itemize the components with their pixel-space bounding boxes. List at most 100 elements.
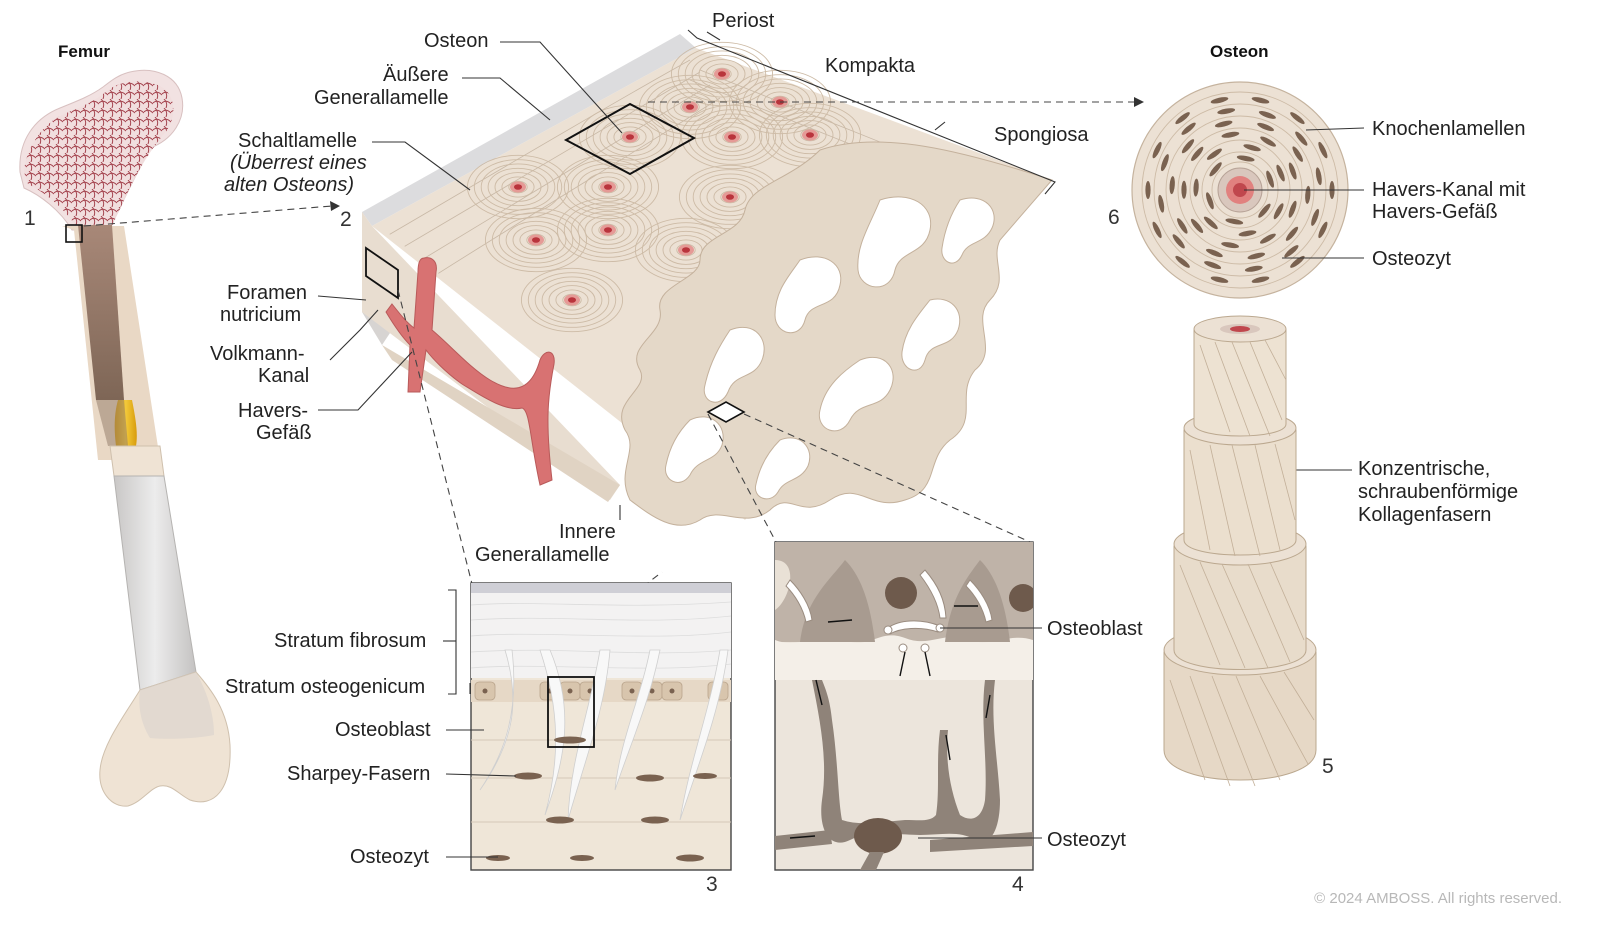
osteon-cross-section: Osteon 6 <box>1108 42 1349 299</box>
arrowhead-icon <box>1134 97 1144 107</box>
osteocyte-lacuna <box>1318 221 1328 239</box>
osteocyte-lacuna <box>1203 216 1218 230</box>
osteocyte-lacuna <box>1152 221 1162 239</box>
osteocyte-lacuna <box>1257 122 1274 132</box>
osteocyte-lacuna <box>1209 162 1222 177</box>
label-volkmann-2: Kanal <box>258 365 309 387</box>
osteocyte-lacuna <box>1258 203 1271 218</box>
osteocyte-lacuna <box>1251 97 1270 104</box>
osteocyte-lacuna <box>1214 120 1233 128</box>
label-havers-2: Gefäß <box>256 422 312 444</box>
femur-title: Femur <box>58 42 110 61</box>
sharpey-fibers <box>479 649 729 821</box>
osteon-detail-box <box>563 102 697 176</box>
label-kollagenfasern-2: schraubenförmige <box>1358 481 1518 503</box>
label-schaltlamelle-note-1: (Überrest eines <box>230 152 367 174</box>
label-stratum-fibrosum: Stratum fibrosum <box>274 630 426 652</box>
label-osteoblast-3: Osteoblast <box>335 719 431 741</box>
osteocyte-lacuna <box>1273 203 1284 220</box>
osteocyte-lacuna <box>1288 162 1297 180</box>
label-kollagenfasern-3: Kollagenfasern <box>1358 504 1491 526</box>
block-detail-box-left <box>365 246 399 300</box>
number-3: 3 <box>706 873 718 896</box>
label-periost: Periost <box>712 10 775 32</box>
label-foramen-2: nutricium <box>220 304 301 326</box>
osteocyte-lacuna <box>1217 108 1236 115</box>
osteocyte-network <box>775 680 1033 870</box>
osteocyte-lacuna <box>1158 194 1165 213</box>
label-osteoblast-4: Osteoblast <box>1047 618 1143 640</box>
osteocyte-lacuna <box>1295 131 1308 146</box>
label-osteozyt-6: Osteozyt <box>1372 248 1451 270</box>
osteocyte-lacuna <box>1181 122 1196 135</box>
osteocyte-lacuna <box>1238 230 1257 237</box>
osteocyte-lacuna <box>1247 252 1266 260</box>
osteocyte-lacuna <box>1266 170 1274 188</box>
osteocyte-lacuna <box>1318 141 1328 159</box>
label-schaltlamelle: Schaltlamelle <box>238 130 357 152</box>
osteocyte-lacuna <box>1193 178 1199 197</box>
osteocyte-lacuna <box>1285 226 1299 241</box>
inset4-leader-lines <box>918 627 1042 839</box>
osteocyte-lacuna <box>1221 131 1240 138</box>
osteocyte-lacuna <box>1290 112 1305 125</box>
label-kollagenfasern-1: Konzentrische, <box>1358 458 1490 480</box>
bone-block-3d: 2 <box>340 34 1053 526</box>
label-osteozyt-4: Osteozyt <box>1047 829 1126 851</box>
osteocyte-lacuna <box>1191 146 1204 161</box>
osteocyte-lacuna <box>1177 218 1188 234</box>
number-1: 1 <box>24 207 36 230</box>
label-stratum-osteogenicum: Stratum osteogenicum <box>225 676 425 698</box>
label-knochenlamellen: Knochenlamellen <box>1372 118 1525 140</box>
osteocyte-lacunae <box>1145 97 1335 283</box>
osteocyte-lacuna <box>1206 192 1214 210</box>
spongiosa-detail-box <box>706 401 746 423</box>
femur-illustration: Femur 1 <box>19 42 231 807</box>
osteocyte-lacuna <box>1288 200 1297 218</box>
osteocyte-lacuna <box>1251 276 1270 283</box>
label-havers-kanal-1: Havers-Kanal mit <box>1372 179 1526 201</box>
collagen-fibers <box>1169 339 1315 787</box>
osteocyte-lacuna <box>1181 180 1187 199</box>
label-innere-generallamelle-1: Innere <box>559 521 616 543</box>
osteocyte-lacuna <box>1290 255 1305 268</box>
number-5: 5 <box>1322 755 1334 778</box>
osteocyte-lacuna <box>1172 234 1185 249</box>
osteon-telescope: 5 <box>1163 315 1334 787</box>
osteocyte-lacuna <box>1206 248 1223 258</box>
osteocyte-lacuna <box>1175 255 1190 268</box>
inset-periosteum: 3 <box>470 582 732 896</box>
osteocyte-lacuna <box>1175 112 1190 125</box>
osteocyte-lacuna <box>1292 146 1303 162</box>
label-havers-1: Havers- <box>238 400 308 422</box>
femur-detail-box <box>65 224 83 243</box>
osteocyte-lacuna <box>1210 276 1229 283</box>
osteocyte-lacuna <box>1276 164 1285 182</box>
label-volkmann-1: Volkmann- <box>210 343 305 365</box>
osteocyte-lacuna <box>1190 218 1204 234</box>
label-innere-generallamelle-2: Generallamelle <box>475 544 610 566</box>
label-schaltlamelle-note-2: alten Osteons) <box>224 174 354 196</box>
osteocyte-lacuna <box>1284 245 1299 258</box>
number-2: 2 <box>340 208 352 231</box>
label-osteozyt-3: Osteozyt <box>350 846 429 868</box>
connector-femur-block <box>83 205 333 227</box>
osteocyte-lacuna <box>1221 242 1239 249</box>
osteocyte-lacuna <box>1152 141 1162 159</box>
osteocyte-lacuna <box>1206 148 1222 160</box>
osteocyte-lacuna <box>1260 136 1276 147</box>
osteocyte-lacuna <box>1225 218 1244 225</box>
number-6: 6 <box>1108 206 1120 229</box>
inset3-leader-lines <box>443 589 517 858</box>
osteocyte-lacuna <box>1258 110 1276 119</box>
osteocyte-lacuna <box>1315 167 1322 186</box>
arrowhead-icon <box>330 201 340 211</box>
osteocyte-lacuna <box>1244 265 1263 272</box>
osteocyte-lacuna <box>1243 144 1261 152</box>
label-spongiosa: Spongiosa <box>994 124 1089 146</box>
osteocyte-lacuna <box>1204 261 1222 270</box>
osteocyte-lacuna <box>1169 176 1175 195</box>
number-4: 4 <box>1012 873 1024 896</box>
osteocyte-lacuna <box>1210 97 1229 104</box>
